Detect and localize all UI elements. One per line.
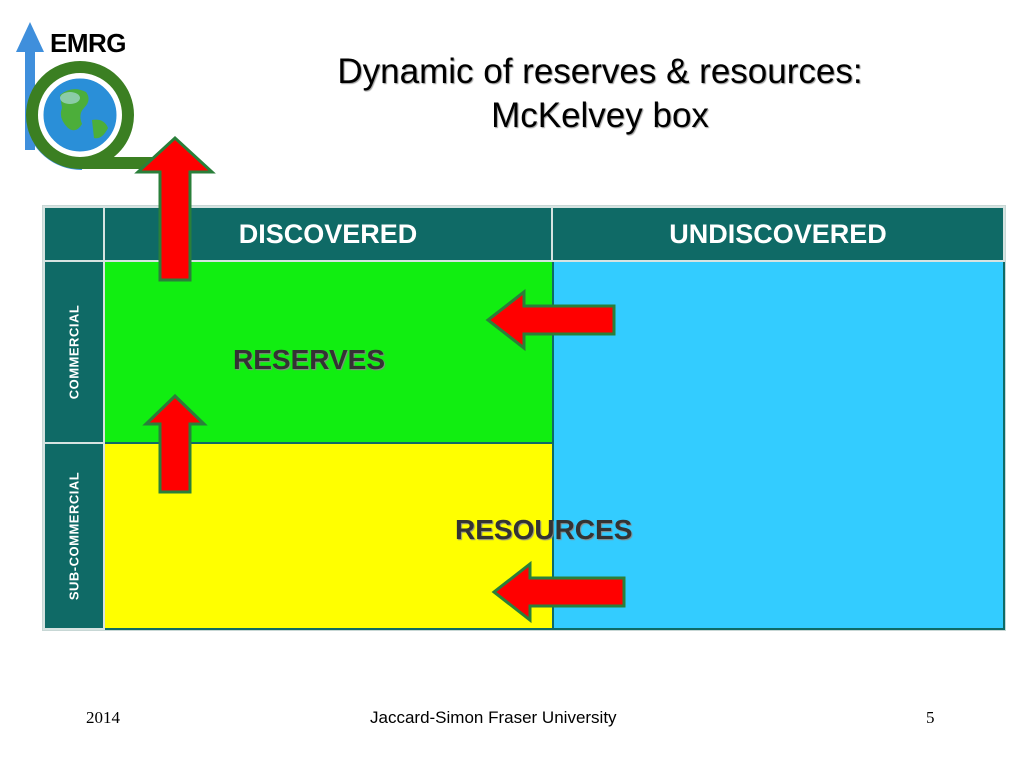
reserves-label: RESERVES — [233, 344, 385, 375]
undiscovered-zone — [554, 262, 1003, 628]
logo-text: EMRG — [50, 28, 127, 58]
title-line-1: Dynamic of reserves & resources: — [337, 52, 863, 91]
corner-cell — [43, 206, 105, 262]
row-header-commercial-label: COMMERCIAL — [66, 304, 82, 400]
header-discovered-label: DISCOVERED — [238, 218, 418, 249]
row-header-commercial: COMMERCIAL — [43, 260, 105, 444]
row-header-subcommercial: SUB-COMMERCIAL — [43, 442, 105, 630]
footer-year: 2014 — [86, 708, 120, 727]
title-line-2: McKelvey box — [491, 96, 709, 135]
slide-title: Dynamic of reserves & resources: McKelve… — [240, 50, 960, 138]
header-undiscovered: UNDISCOVERED — [551, 206, 1005, 262]
page-number: 5 — [926, 708, 935, 727]
footer-author: Jaccard-Simon Fraser University — [370, 708, 617, 727]
emrg-logo: EMRG — [0, 0, 240, 200]
row-header-subcommercial-label: SUB-COMMERCIAL — [66, 471, 82, 601]
resources-label: RESOURCES — [455, 514, 633, 545]
mckelvey-box: DISCOVERED UNDISCOVERED COMMERCIAL SUB-C… — [42, 205, 1006, 631]
header-undiscovered-label: UNDISCOVERED — [669, 218, 887, 249]
header-discovered: DISCOVERED — [103, 206, 553, 262]
